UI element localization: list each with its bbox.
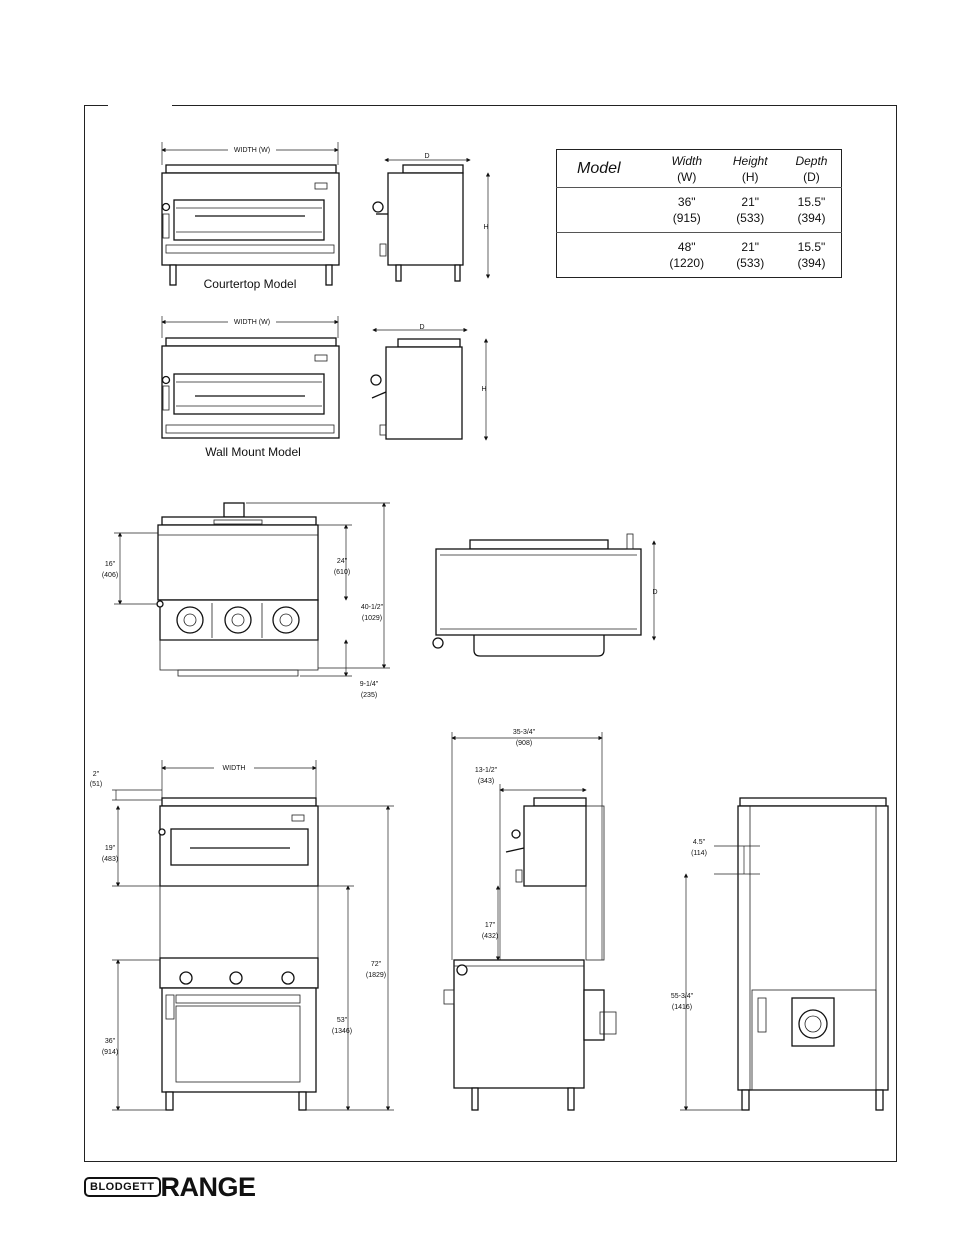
dim-2: 2" [93,771,100,778]
header-width-label: Width [671,153,703,168]
row-width-cell: 48" (1220) [655,233,718,278]
rangetop-front-view: 16" (406) 24" (610) 40-1/2" (1029) 9-1/4… [102,502,390,699]
wallmount-height-label: H [481,386,486,393]
dim-35: 35-3/4" [513,729,536,736]
header-model: Model [577,159,621,177]
dim-72: 72" [371,961,382,968]
footer-logo: BLODGETT RANGE [84,1172,257,1202]
dim-13: 13-1/2" [475,767,498,774]
frame-tab [108,101,172,109]
wallmount-caption: Wall Mount Model [205,445,301,459]
dim-72-mm: (1829) [366,972,386,979]
dim-4: 4.5" [693,839,706,846]
dim-24-mm: (610) [334,569,350,576]
cell-height: 21" [741,240,759,254]
dim-36: 36" [105,1038,116,1045]
dim-9: 9-1/4" [360,681,379,688]
cell-depth-mm: (394) [797,256,826,270]
countertop-front-view: WIDTH (W) Courtertop Model [161,142,340,291]
header-width-sym: (W) [677,169,697,184]
dim-35-mm: (908) [516,740,532,747]
dim-53-mm: (1346) [332,1028,352,1035]
dim-17: 17" [485,922,496,929]
cell-height-mm: (533) [736,256,765,270]
header-depth: Depth(D) [782,150,842,188]
full-side-view: 35-3/4" (908) 13-1/2" (343) 17" (432) [443,729,617,1111]
top-view-depth-label: D [652,589,657,596]
header-height-sym: (H) [741,169,759,184]
dim-55: 55-3/4" [671,993,694,1000]
cell-height: 21" [741,195,759,209]
countertop-depth-label: D [424,153,429,160]
cell-width: 36" [677,195,696,209]
header-width: Width(W) [655,150,718,188]
dim-16-mm: (406) [102,572,118,579]
header-depth-label: Depth [795,153,828,168]
wallmount-width-label: WIDTH (W) [234,319,270,326]
row-height-cell: 21" (533) [718,188,781,233]
brand-badge: BLODGETT [84,1177,161,1197]
countertop-height-label: H [483,224,488,231]
countertop-caption: Courtertop Model [204,277,297,291]
table-row: 48" (1220) 21" (533) 15.5" (394) [556,232,842,278]
row-depth-cell: 15.5" (394) [782,233,842,278]
header-height-label: Height [732,153,768,168]
dim-53: 53" [337,1017,348,1024]
row-width-cell: 36" (915) [655,188,718,233]
spec-table: Model Width(W) Height(H) Depth(D) 36" (91… [556,149,842,278]
wallmount-side-view: D H [370,324,489,441]
cell-depth: 15.5" [797,240,826,254]
dim-40: 40-1/2" [361,604,384,611]
brand-product: RANGE [160,1172,257,1202]
full-front-view: WIDTH 2" (51) 19" (483) 36" (914) 53" [90,760,394,1111]
table-row: 36" (915) 21" (533) 15.5" (394) [556,187,842,233]
front-width-label: WIDTH [223,765,246,772]
cell-width-mm: (1220) [669,256,705,270]
spec-table-header: Model Width(W) Height(H) Depth(D) [557,150,842,188]
row-height-cell: 21" (533) [718,233,781,278]
full-rear-view: 4.5" (114) 55-3/4" (1416) [671,797,889,1111]
cell-depth: 15.5" [797,195,826,209]
dim-9-mm: (235) [361,692,377,699]
header-depth-sym: (D) [803,169,820,184]
header-height: Height(H) [718,150,781,188]
countertop-width-label: WIDTH (W) [234,147,270,154]
dim-4-mm: (114) [691,850,707,857]
dim-13-mm: (343) [478,778,494,785]
cell-width: 48" [677,240,696,254]
cell-depth-mm: (394) [797,211,826,225]
dim-40-mm: (1029) [362,615,382,622]
drawing-frame [84,105,897,1162]
wallmount-front-view: WIDTH (W) Wall Mount Model [161,316,340,459]
dim-17-mm: (432) [482,933,498,940]
countertop-side-view: D H [372,153,491,282]
cell-height-mm: (533) [736,211,765,225]
dim-24: 24" [337,558,348,565]
top-plan-view: D [432,533,658,657]
dim-36-mm: (914) [102,1049,118,1056]
dim-16: 16" [105,561,116,568]
row-depth-cell: 15.5" (394) [782,188,842,233]
dim-19: 19" [105,845,116,852]
dim-55-mm: (1416) [672,1004,692,1011]
dim-2-mm: (51) [90,781,102,788]
cell-width-mm: (915) [672,211,701,225]
wallmount-depth-label: D [419,324,424,331]
dim-19-mm: (483) [102,856,118,863]
